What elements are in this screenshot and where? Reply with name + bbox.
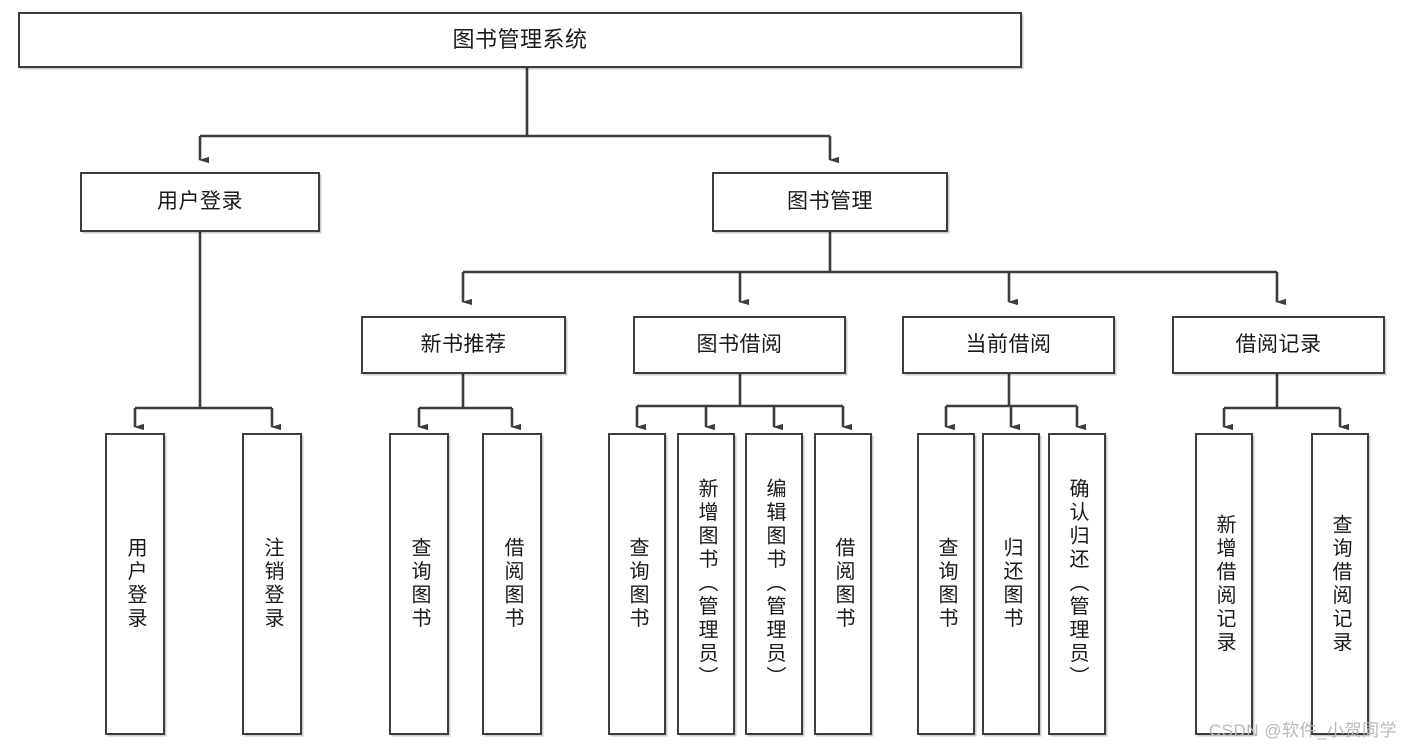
node-label: 借阅图书 <box>501 537 523 631</box>
node-new-book-recommend[interactable]: 新书推荐 <box>361 316 566 374</box>
node-borrow-record[interactable]: 借阅记录 <box>1172 316 1385 374</box>
leaf-current-borrow-confirm-return-admin[interactable]: 确认归还（管理员） <box>1048 433 1106 735</box>
node-label: 新增借阅记录 <box>1213 513 1235 655</box>
leaf-borrow-record-add-record[interactable]: 新增借阅记录 <box>1195 433 1253 735</box>
node-label: 新书推荐 <box>420 332 507 356</box>
node-label: 当前借阅 <box>965 332 1052 356</box>
node-label: 图书借阅 <box>696 332 783 356</box>
leaf-current-borrow-query-book[interactable]: 查询图书 <box>917 433 975 735</box>
node-label: 查询图书 <box>626 537 648 631</box>
node-label: 查询图书 <box>408 537 430 631</box>
leaf-book-borrow-add-book-admin[interactable]: 新增图书（管理员） <box>677 433 735 735</box>
leaf-user-login-login[interactable]: 用户登录 <box>105 433 165 735</box>
node-user-login[interactable]: 用户登录 <box>80 172 320 232</box>
node-label: 用户登录 <box>157 189 243 213</box>
node-label: 图书管理 <box>787 189 873 213</box>
leaf-new-book-borrow-book[interactable]: 借阅图书 <box>482 433 542 735</box>
leaf-borrow-record-query-record[interactable]: 查询借阅记录 <box>1311 433 1369 735</box>
node-label: 新增图书（管理员） <box>695 478 717 690</box>
node-label: 图书管理系统 <box>452 27 588 53</box>
node-label: 查询借阅记录 <box>1329 513 1351 655</box>
csdn-watermark: CSDN @软件_小贺同学 <box>1208 721 1397 740</box>
node-book-management[interactable]: 图书管理 <box>712 172 948 232</box>
leaf-user-login-logout[interactable]: 注销登录 <box>242 433 302 735</box>
node-label: 编辑图书（管理员） <box>763 478 785 690</box>
leaf-book-borrow-borrow-book[interactable]: 借阅图书 <box>814 433 872 735</box>
node-label: 查询图书 <box>935 537 957 631</box>
node-root-book-management-system[interactable]: 图书管理系统 <box>18 12 1022 68</box>
node-current-borrow[interactable]: 当前借阅 <box>902 316 1115 374</box>
leaf-current-borrow-return-book[interactable]: 归还图书 <box>982 433 1040 735</box>
node-label: 确认归还（管理员） <box>1066 478 1088 690</box>
node-book-borrow[interactable]: 图书借阅 <box>633 316 846 374</box>
leaf-book-borrow-edit-book-admin[interactable]: 编辑图书（管理员） <box>745 433 803 735</box>
leaf-new-book-query-book[interactable]: 查询图书 <box>389 433 449 735</box>
node-label: 借阅记录 <box>1235 332 1322 356</box>
node-label: 归还图书 <box>1000 537 1022 631</box>
leaf-book-borrow-query-book[interactable]: 查询图书 <box>608 433 666 735</box>
node-label: 注销登录 <box>261 537 283 631</box>
node-label: 借阅图书 <box>832 537 854 631</box>
node-label: 用户登录 <box>124 537 146 631</box>
